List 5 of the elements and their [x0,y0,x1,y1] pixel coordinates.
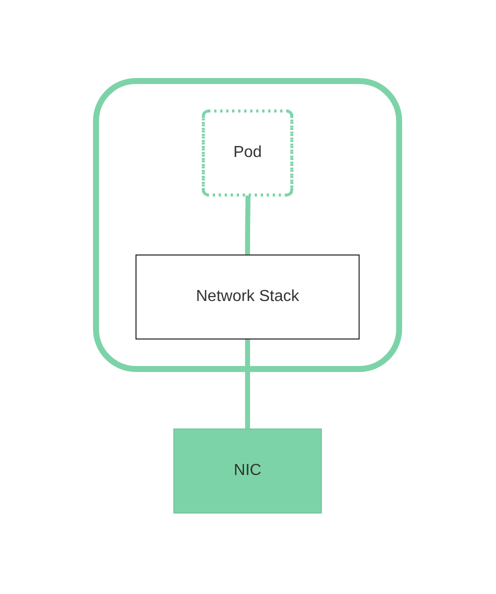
node-box: Network Stack [136,254,360,340]
connector [246,195,251,255]
node-box: NIC [174,428,322,514]
cluster [93,78,403,372]
connector [246,339,250,429]
